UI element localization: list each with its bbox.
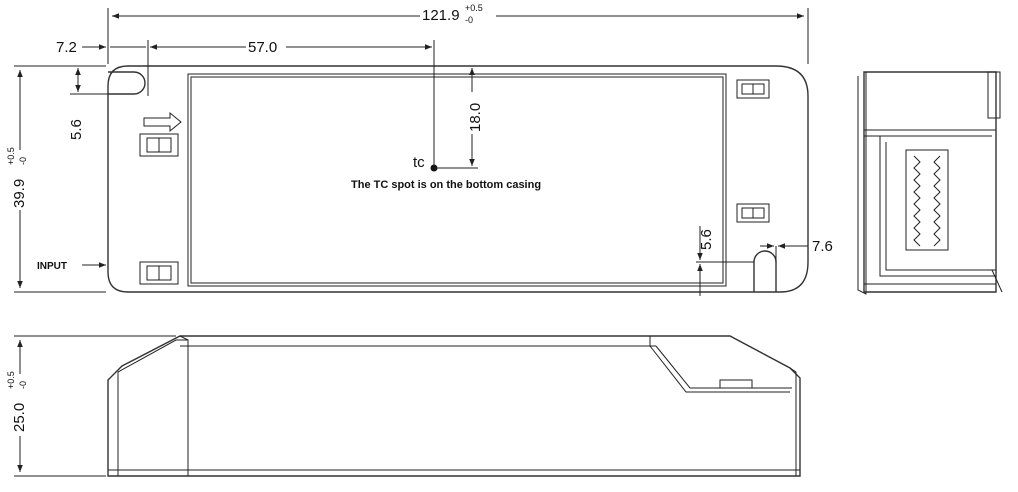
overall-length-value: 121.9 — [422, 7, 460, 24]
top-view: tc The TC spot is on the bottom casing I… — [37, 65, 809, 293]
top-view-outline — [107, 65, 809, 293]
input-label: INPUT — [37, 261, 67, 272]
slot-offset-left-value: 7.2 — [56, 39, 77, 56]
clip-right-bottom — [736, 203, 770, 223]
dim-overall-height: 25.0 +0.5 -0 — [4, 335, 176, 477]
dim-overall-width: 39.9 +0.5 -0 — [4, 65, 106, 293]
clip-left-top — [139, 133, 179, 157]
tc-label: tc — [413, 154, 425, 171]
tc-offset-x-value: 57.0 — [248, 39, 277, 56]
overall-height-tol-plus: +0.5 — [6, 371, 16, 389]
overall-width-tol-plus: +0.5 — [6, 147, 16, 165]
overall-length-tol-minus: -0 — [465, 15, 473, 25]
direction-arrow-icon — [143, 111, 182, 133]
right-mount-slot — [753, 250, 777, 292]
label-area-inner — [190, 76, 724, 284]
clip-left-bottom — [139, 261, 179, 285]
dim-slot-depth-left: 5.6 — [68, 68, 108, 140]
dim-tc-offset-x: 57.0 — [150, 38, 435, 166]
clip-right-top — [736, 79, 770, 99]
end-view-serration — [905, 149, 949, 251]
end-view — [857, 71, 1003, 295]
dim-slot-depth-right: 5.6 — [696, 226, 754, 296]
tc-note: The TC spot is on the bottom casing — [351, 179, 541, 191]
overall-width-value: 39.9 — [11, 179, 28, 208]
overall-width-tol-minus: -0 — [18, 157, 28, 165]
dim-tc-offset-y: 18.0 — [434, 68, 484, 169]
dim-overall-length: 121.9 +0.5 -0 — [107, 3, 809, 64]
left-mount-slot — [108, 71, 146, 95]
front-view — [107, 335, 801, 477]
dim-slot-offset-left: 7.2 — [56, 39, 149, 96]
dim-slot-offset-right: 7.6 — [760, 238, 833, 262]
label-area — [187, 73, 727, 287]
overall-height-tol-minus: -0 — [18, 381, 28, 389]
slot-depth-right-value: 5.6 — [698, 229, 715, 250]
tc-offset-y-value: 18.0 — [467, 103, 484, 132]
overall-height-value: 25.0 — [11, 403, 28, 432]
slot-depth-left-value: 5.6 — [68, 119, 85, 140]
slot-offset-right-value: 7.6 — [812, 238, 833, 255]
overall-length-tol-plus: +0.5 — [465, 3, 483, 13]
